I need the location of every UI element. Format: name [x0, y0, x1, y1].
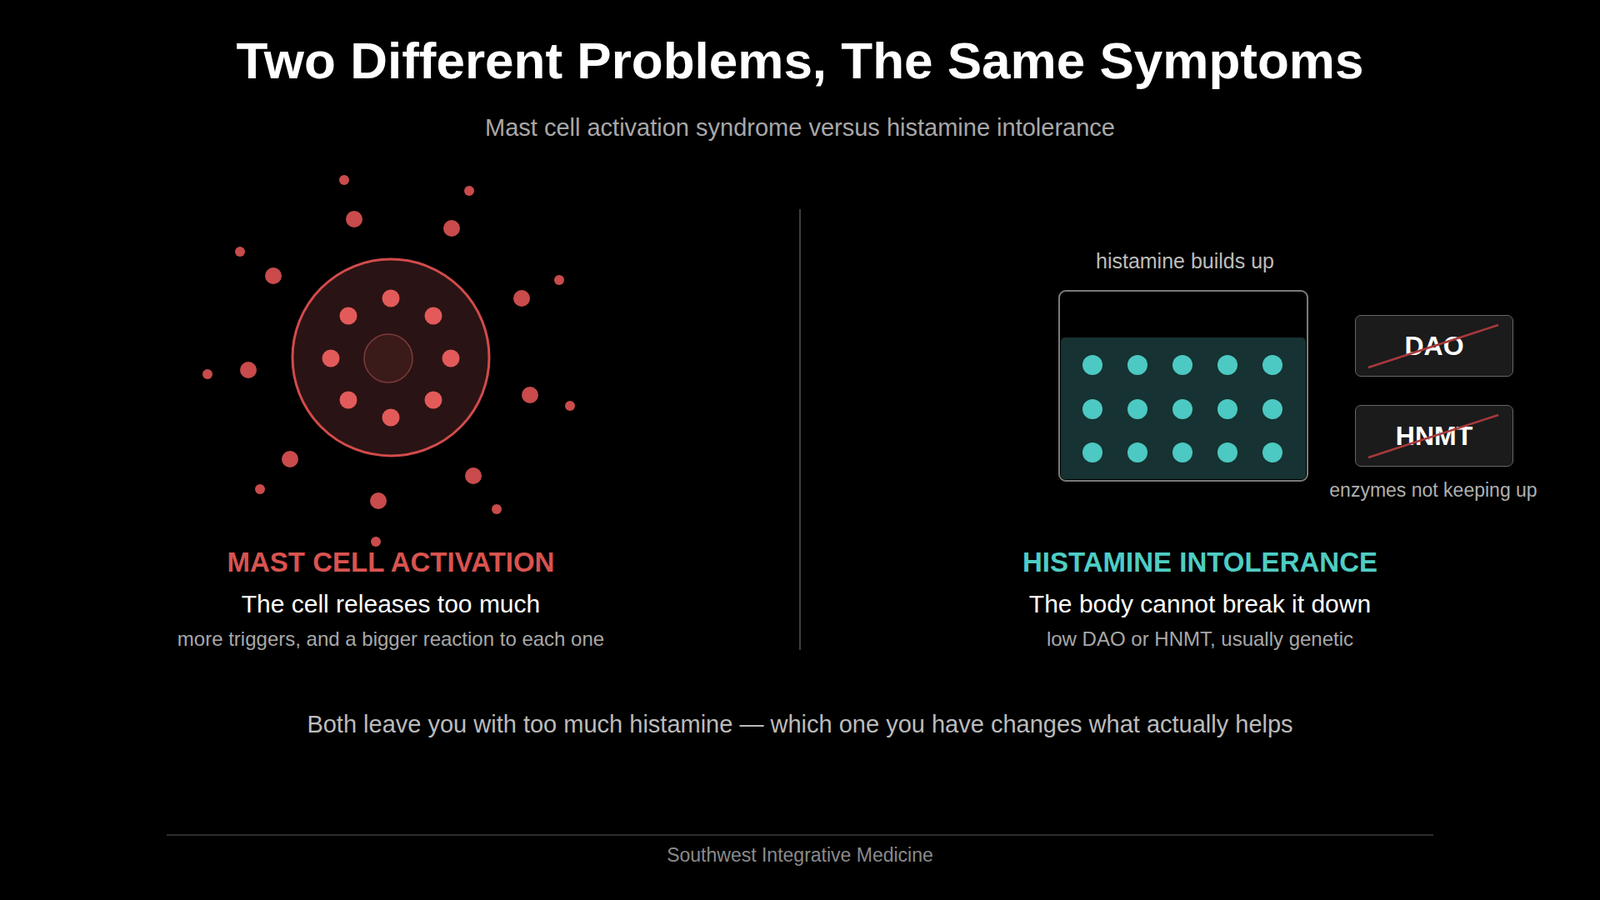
histamine-dot: [443, 220, 460, 237]
footer-credit: Southwest Integrative Medicine: [466, 844, 1134, 868]
histamine-dot: [1172, 399, 1193, 420]
histamine-dot: [1217, 442, 1238, 463]
histamine-dot: [1082, 442, 1103, 463]
histamine-dot: [565, 400, 575, 411]
granule-dot: [425, 307, 443, 325]
histamine-dot: [240, 361, 257, 379]
histamine-fill: [1060, 337, 1306, 480]
granule-dot: [322, 350, 340, 368]
node-label: DAO: [1404, 330, 1464, 362]
granule-dot: [382, 290, 400, 308]
histamine-dot: [521, 386, 539, 404]
panel-summary: The body cannot break it down: [866, 589, 1534, 620]
diagram-caption: Both leave you with too much histamine —…: [91, 710, 1509, 740]
strike-line: [1368, 325, 1499, 368]
stored-histamine: [1082, 355, 1283, 463]
histamine-container: histamine builds up: [1058, 290, 1309, 482]
histamine-dot: [1082, 399, 1103, 420]
histamine-dot: [491, 504, 502, 515]
released-histamine: [202, 175, 575, 547]
granules: [322, 290, 460, 427]
granule-dot: [382, 409, 400, 427]
histamine-dot: [1127, 442, 1148, 463]
granule-dot: [340, 391, 358, 410]
enzyme-box: HNMT: [1355, 405, 1514, 467]
panel-heading: HISTAMINE INTOLERANCE: [866, 545, 1534, 580]
granule-dot: [442, 350, 460, 368]
divider-line: [799, 209, 801, 650]
histamine-dot: [465, 467, 482, 485]
granule-dot: [425, 391, 443, 410]
panel-detail: more triggers, and a bigger reaction to …: [57, 627, 725, 652]
histamine-dot: [1127, 355, 1148, 375]
panel-summary: The cell releases too much: [57, 589, 725, 620]
histamine-dot: [370, 536, 381, 547]
histamine-dot: [1127, 399, 1148, 420]
histamine-dot: [554, 275, 565, 285]
histamine-dot: [281, 450, 299, 468]
histamine-dot: [1262, 355, 1283, 375]
histamine-dot: [1262, 442, 1283, 463]
node-label: histamine builds up: [1010, 248, 1360, 274]
histamine-dot: [202, 369, 213, 380]
diagram-title: Two Different Problems, The Same Symptom…: [50, 30, 1550, 92]
histamine-dot: [1262, 399, 1283, 420]
histamine-dot: [1217, 399, 1238, 420]
strike-line: [1368, 415, 1499, 458]
histamine-dot: [339, 175, 350, 185]
histamine-dot: [265, 267, 282, 285]
cell-nucleus: [364, 334, 413, 383]
granule-dot: [340, 307, 358, 325]
panel-detail: low DAO or HNMT, usually genetic: [866, 627, 1534, 652]
enzyme-note: enzymes not keeping up: [1283, 479, 1584, 503]
histamine-dot: [1172, 355, 1193, 375]
mast-cell: [292, 259, 490, 456]
histamine-dot: [1082, 355, 1103, 375]
histamine-dot: [370, 492, 387, 510]
subtitle: Mast cell activation syndrome versus his…: [216, 113, 1384, 143]
histamine-dot: [464, 185, 475, 196]
histamine-dot: [235, 246, 245, 257]
histamine-dot: [345, 210, 363, 228]
panel-heading: MAST CELL ACTIVATION: [57, 545, 725, 580]
node-label: HNMT: [1395, 420, 1473, 452]
histamine-dot: [255, 484, 265, 495]
enzyme-box: DAO: [1355, 315, 1514, 377]
histamine-dot: [513, 290, 530, 307]
footer-rule: [166, 834, 1434, 836]
histamine-dot: [1172, 442, 1193, 463]
histamine-dot: [1217, 355, 1238, 375]
